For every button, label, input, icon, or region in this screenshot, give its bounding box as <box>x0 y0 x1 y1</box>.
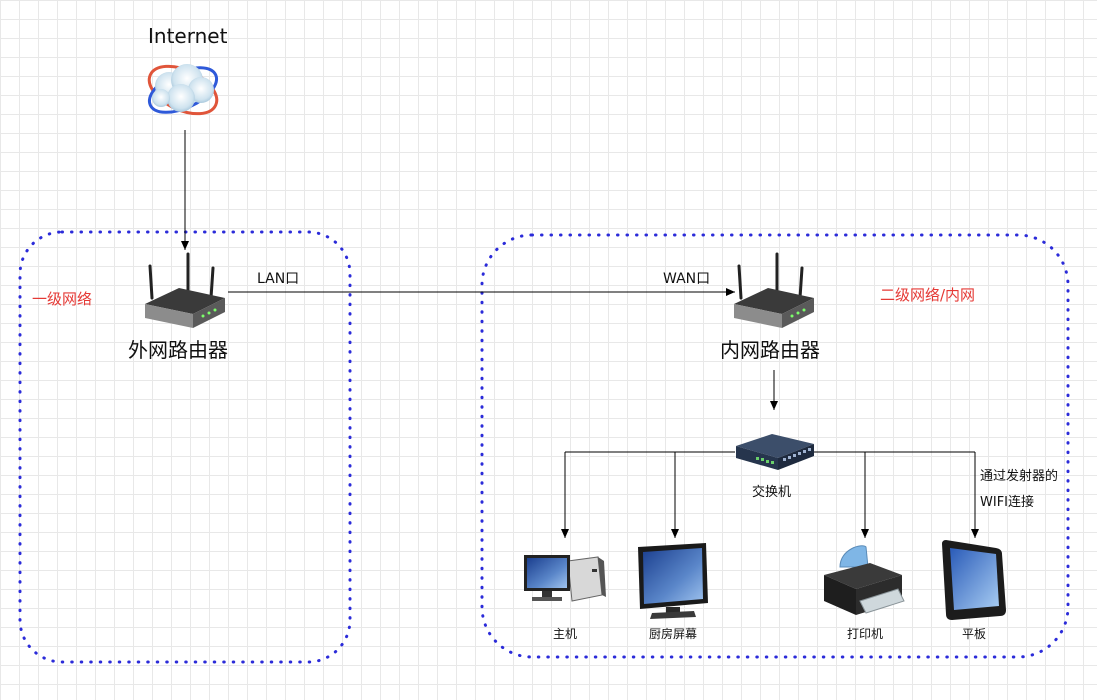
desktop-computer-icon <box>524 555 606 602</box>
router-icon <box>734 252 814 328</box>
device-label-tablet: 平板 <box>962 627 987 641</box>
monitor-icon <box>638 543 708 619</box>
inner-router-label: 内网路由器 <box>720 338 820 362</box>
device-label-desktop: 主机 <box>553 627 578 641</box>
second-level-network-zone <box>480 233 1070 659</box>
device-label-kitchen-screen: 厨房屏幕 <box>649 627 698 641</box>
wifi-connection-line2: WIFI连接 <box>980 495 1034 510</box>
wifi-connection-line1: 通过发射器的 <box>980 469 1059 484</box>
internet-label: Internet <box>148 24 228 48</box>
switch-distribution-lines <box>561 451 979 538</box>
outer-router-label: 外网路由器 <box>128 338 228 362</box>
first-level-network-label: 一级网络 <box>32 290 93 308</box>
second-level-network-label: 二级网络/内网 <box>880 286 976 304</box>
printer-icon <box>824 545 905 615</box>
switch-icon <box>736 434 814 470</box>
wan-port-label: WAN口 <box>663 271 711 287</box>
device-label-printer: 打印机 <box>847 627 884 641</box>
router-icon <box>145 252 225 328</box>
lan-port-label: LAN口 <box>257 271 300 287</box>
tablet-icon <box>942 540 1006 620</box>
cloud-globe-icon <box>147 64 219 116</box>
switch-label: 交换机 <box>752 485 792 500</box>
